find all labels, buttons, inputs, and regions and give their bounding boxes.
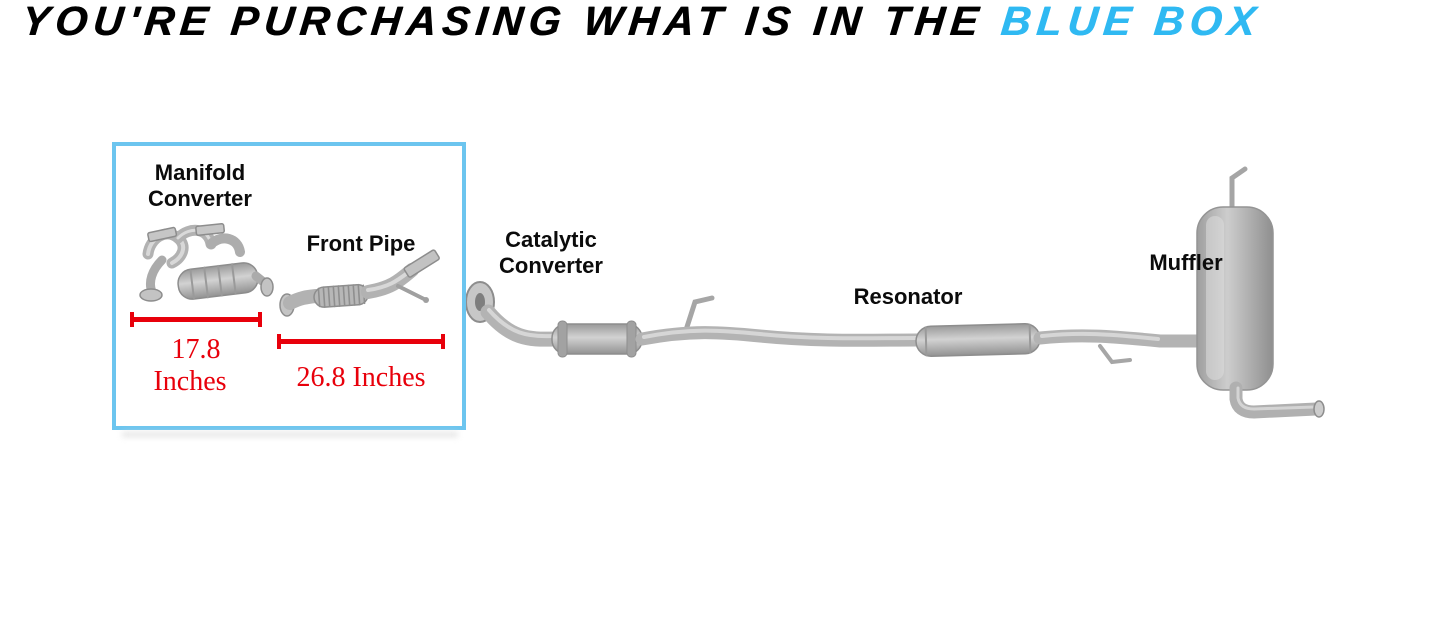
manifold-converter-label-line1: Manifold: [154, 160, 246, 185]
manifold-converter-image: [139, 223, 274, 302]
muffler-label: Muffler: [1149, 250, 1223, 275]
resonator-pipe-image: [635, 295, 1205, 365]
catalytic-converter-image: [465, 281, 643, 358]
blue-highlight-box: [112, 142, 466, 430]
catalytic-converter-label-line2: Converter: [499, 253, 603, 278]
muffler-image: [1196, 166, 1325, 419]
box-shadow-artifact: [122, 432, 458, 437]
manifold-measure-line: [130, 312, 262, 327]
catalytic-converter-label-line1: Catalytic: [505, 227, 597, 252]
front-pipe-length: 26.8 Inches: [296, 362, 426, 393]
front-pipe-measure-line: [277, 334, 445, 349]
catalytic-converter-label: Catalytic Converter: [490, 227, 612, 279]
front-pipe-image: [279, 249, 440, 317]
manifold-length-value: 17.8: [171, 334, 221, 365]
front-pipe-label: Front Pipe: [306, 231, 416, 256]
manifold-length-unit: Inches: [153, 366, 227, 397]
manifold-converter-label: Manifold Converter: [126, 160, 274, 212]
resonator-label: Resonator: [853, 284, 963, 309]
manifold-converter-label-line2: Converter: [148, 186, 252, 211]
